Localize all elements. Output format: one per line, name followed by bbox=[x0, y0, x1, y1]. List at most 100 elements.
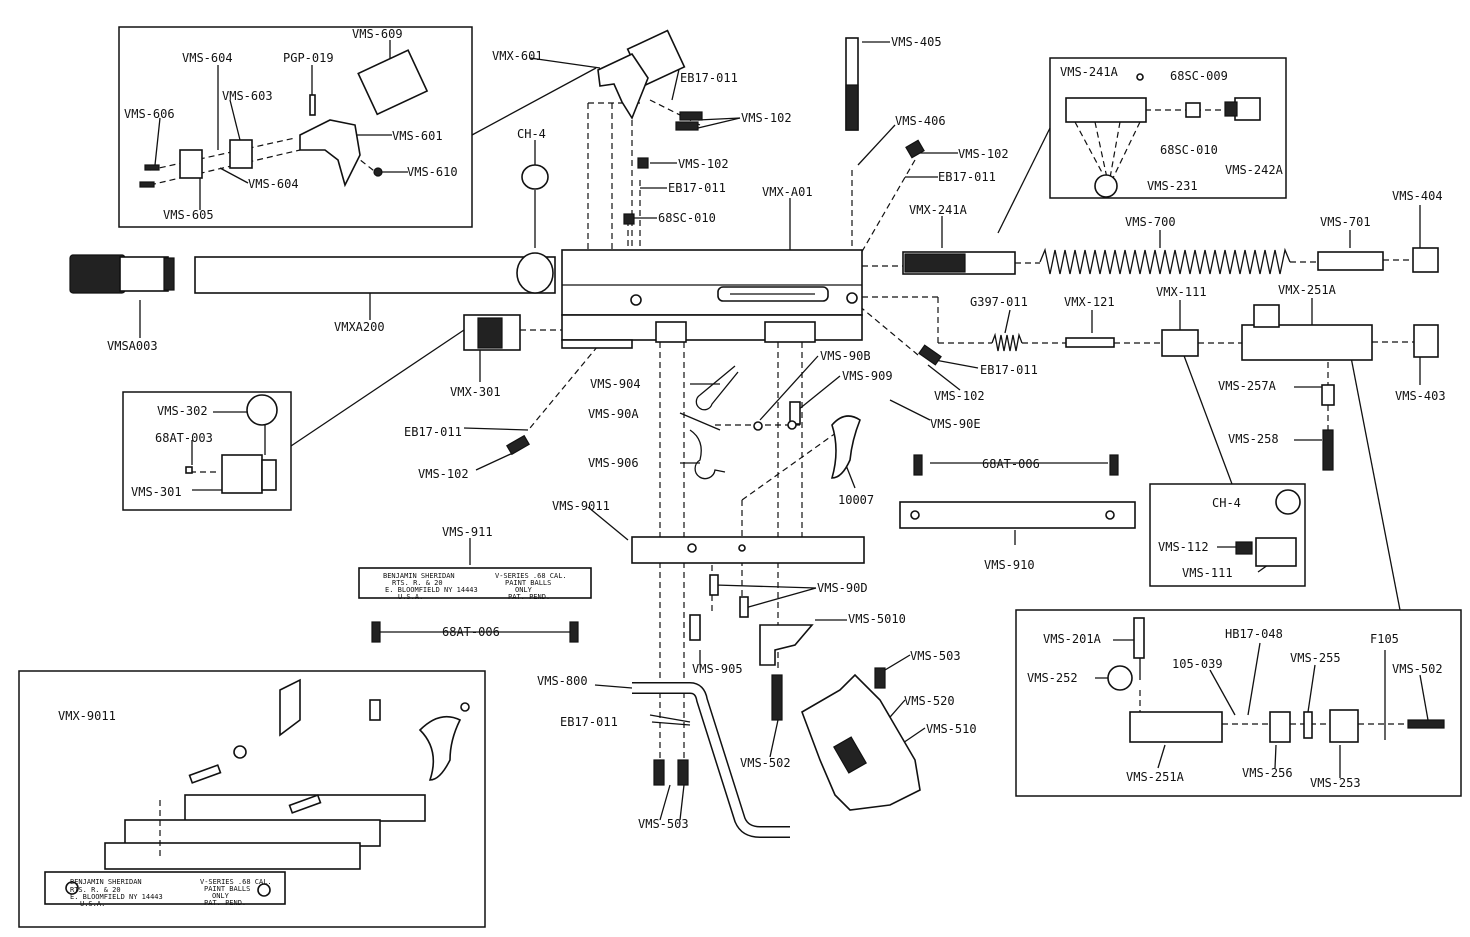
inset-plate-left-1: BENJAMIN SHERIDAN bbox=[70, 878, 142, 886]
label-vms-90a: VMS-90A bbox=[588, 407, 639, 421]
label-vms-255: VMS-255 bbox=[1290, 651, 1341, 665]
bolt-vms-241a bbox=[1065, 97, 1147, 123]
label-vms-909: VMS-909 bbox=[842, 369, 893, 383]
label-vms-605: VMS-605 bbox=[163, 208, 214, 222]
pin-vmx-121 bbox=[1065, 337, 1115, 348]
label-68sc-009: 68SC-009 bbox=[1170, 69, 1228, 83]
plate-left-4: U.S.A. bbox=[398, 593, 423, 601]
hammer-vmx-111 bbox=[1161, 329, 1199, 357]
front-block-inset-box bbox=[122, 391, 292, 511]
label-vms-503-b: VMS-503 bbox=[638, 817, 689, 831]
label-vms-102-e: VMS-102 bbox=[418, 467, 469, 481]
label-vms-112: VMS-112 bbox=[1158, 540, 1209, 554]
label-vms-231: VMS-231 bbox=[1147, 179, 1198, 193]
valve-inset-box bbox=[1015, 609, 1462, 797]
label-105-039: 105-039 bbox=[1172, 657, 1223, 671]
o-ring-vms-302 bbox=[246, 394, 278, 426]
label-vms-90e: VMS-90E bbox=[930, 417, 981, 431]
label-vms-601-inset: VMS-601 bbox=[392, 129, 443, 143]
front-block-vms-301 bbox=[221, 454, 263, 494]
spring-vms-904 bbox=[695, 365, 739, 411]
label-vms-906: VMS-906 bbox=[588, 456, 639, 470]
plate-vms-910 bbox=[899, 501, 1136, 529]
label-vms-257a: VMS-257A bbox=[1218, 379, 1277, 393]
main-body-receiver bbox=[561, 249, 863, 349]
label-vmxa200: VMXA200 bbox=[334, 320, 385, 334]
label-vms-609: VMS-609 bbox=[352, 27, 403, 41]
label-vms-404: VMS-404 bbox=[1392, 189, 1443, 203]
label-vms-258: VMS-258 bbox=[1228, 432, 1279, 446]
label-vmx-9011-inset: VMX-9011 bbox=[58, 709, 116, 723]
screw-vms-258 bbox=[1322, 429, 1334, 471]
label-f105: F105 bbox=[1370, 632, 1399, 646]
trigger-frame-vms-9011 bbox=[631, 536, 865, 564]
label-ch-4-right: CH-4 bbox=[1212, 496, 1241, 510]
label-vms-910: VMS-910 bbox=[984, 558, 1035, 572]
trigger-10007 bbox=[830, 415, 861, 479]
nameplate-text: BENJAMIN SHERIDAN RTS. R. & 20 E. BLOOMF… bbox=[70, 572, 567, 908]
nameplate-vms-911 bbox=[358, 567, 592, 599]
feed-elbow-vmx-601 bbox=[597, 29, 686, 120]
label-vms-90d: VMS-90D bbox=[817, 581, 868, 595]
label-vms-800: VMS-800 bbox=[537, 674, 588, 688]
label-vms-251a: VMS-251A bbox=[1126, 770, 1185, 784]
label-vms-111: VMS-111 bbox=[1182, 566, 1233, 580]
screw-vms-102 bbox=[679, 111, 703, 121]
trigger-frame-exploded bbox=[44, 678, 470, 905]
label-vms-503-a: VMS-503 bbox=[910, 649, 961, 663]
label-vms-406: VMS-406 bbox=[895, 114, 946, 128]
feed-elbow-inset-box bbox=[118, 26, 473, 228]
label-68at-006-right: 68AT-006 bbox=[982, 457, 1040, 471]
plate-right-1: V-SERIES .68 CAL. bbox=[495, 572, 567, 580]
grip-vms-510 bbox=[801, 673, 921, 811]
label-vms-510: VMS-510 bbox=[926, 722, 977, 736]
label-vms-201a: VMS-201A bbox=[1043, 632, 1102, 646]
inset-plate-right-4: PAT. PEND. bbox=[204, 899, 246, 907]
label-vms-911: VMS-911 bbox=[442, 525, 493, 539]
label-vms-405: VMS-405 bbox=[891, 35, 942, 49]
label-eb17-011-f: EB17-011 bbox=[560, 715, 618, 729]
label-vms-256: VMS-256 bbox=[1242, 766, 1293, 780]
label-vms-403: VMS-403 bbox=[1395, 389, 1446, 403]
parts bbox=[44, 29, 1445, 905]
label-vms-102-d: VMS-102 bbox=[934, 389, 985, 403]
label-vms-5010: VMS-5010 bbox=[848, 612, 906, 626]
label-vms-606: VMS-606 bbox=[124, 107, 175, 121]
hammer-inset-box bbox=[1149, 483, 1306, 587]
spring-vms-906 bbox=[689, 429, 726, 480]
label-vms-502-a: VMS-502 bbox=[740, 756, 791, 770]
spring-guide-vms-701 bbox=[1317, 251, 1384, 271]
label-vms-102-a: VMS-102 bbox=[741, 111, 792, 125]
cap-vms-403 bbox=[1413, 324, 1439, 358]
label-vmx-241a: VMX-241A bbox=[909, 203, 968, 217]
label-vmx-251a: VMX-251A bbox=[1278, 283, 1337, 297]
plate-right-3: ONLY bbox=[515, 586, 533, 594]
inset-plate-left-3: E. BLOOMFIELD NY 14443 bbox=[70, 893, 163, 901]
label-vms-502-b: VMS-502 bbox=[1392, 662, 1443, 676]
label-vms-102-c: VMS-102 bbox=[678, 157, 729, 171]
label-vms-302: VMS-302 bbox=[157, 404, 208, 418]
bolt-inset-box bbox=[1049, 57, 1287, 199]
label-68sc-010: 68SC-010 bbox=[658, 211, 716, 225]
trigger-frame-inset-box bbox=[18, 670, 486, 928]
label-vmx-601: VMX-601 bbox=[492, 49, 543, 63]
barrel-vmxa200 bbox=[194, 252, 556, 294]
label-vms-102-b: VMS-102 bbox=[958, 147, 1009, 161]
o-ring-vms-252 bbox=[1107, 665, 1133, 691]
label-vmsa003: VMSA003 bbox=[107, 339, 158, 353]
inset-plate-left-2: RTS. R. & 20 bbox=[70, 886, 121, 894]
valve-vms-251a bbox=[1129, 711, 1223, 743]
elbow-vms-601 bbox=[299, 119, 361, 188]
cap-vms-404 bbox=[1412, 247, 1439, 273]
label-vms-242a: VMS-242A bbox=[1225, 163, 1284, 177]
elbow-vms-609 bbox=[357, 49, 429, 116]
label-pgp-019: PGP-019 bbox=[283, 51, 334, 65]
pin-vms-201a bbox=[1133, 617, 1145, 659]
label-eb17-011-a: EB17-011 bbox=[680, 71, 738, 85]
barrel-tip-vmsa003 bbox=[69, 254, 175, 294]
label-eb17-011-d: EB17-011 bbox=[980, 363, 1038, 377]
label-eb17-011-c: EB17-011 bbox=[668, 181, 726, 195]
plate-right-2: PAINT BALLS bbox=[505, 579, 551, 587]
label-eb17-011-b: EB17-011 bbox=[938, 170, 996, 184]
